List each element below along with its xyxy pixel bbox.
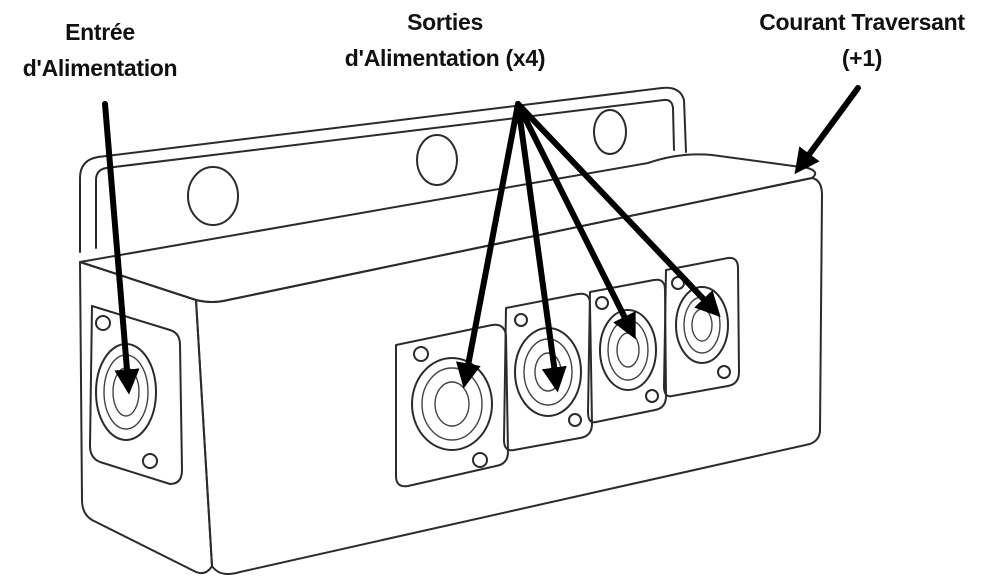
screw-icon: [413, 346, 429, 362]
bracket-mounting-hole: [187, 166, 239, 226]
screw-icon: [595, 296, 609, 310]
input-arrow: [102, 101, 140, 395]
screw-icon: [645, 389, 659, 403]
output-arrow-4: [515, 101, 721, 318]
bracket-mounting-hole: [416, 134, 458, 186]
mounting-bracket: [79, 86, 687, 253]
output-connector-3: [587, 278, 667, 424]
box-top-face: [79, 153, 817, 303]
screw-icon: [472, 452, 488, 468]
label-thru: Courant Traversant (+1): [759, 9, 965, 71]
output-arrow-3: [515, 101, 636, 340]
label-thru-line2: (+1): [842, 45, 882, 71]
label-thru-line1: Courant Traversant: [759, 9, 965, 35]
bracket-mounting-hole: [593, 109, 627, 155]
output-arrow-1: [455, 101, 521, 389]
screw-icon: [671, 276, 685, 290]
label-input-line2: d'Alimentation: [23, 55, 178, 81]
box-left-face: [79, 261, 213, 575]
label-outputs-line2: d'Alimentation (x4): [345, 45, 545, 71]
thru-arrow: [794, 85, 861, 175]
label-input-line1: Entrée: [65, 19, 135, 45]
arrowhead-icon: [794, 85, 861, 175]
label-outputs-line1: Sorties: [407, 9, 483, 35]
output-arrows: [455, 101, 721, 393]
distribution-box: [79, 153, 823, 575]
label-input: Entrée d'Alimentation: [23, 19, 178, 81]
powercon-connector-icon: [675, 286, 729, 364]
screw-icon: [95, 315, 111, 331]
screw-icon: [142, 453, 158, 469]
output-arrow-2: [515, 101, 567, 393]
arrowhead-icon: [102, 101, 140, 395]
screw-icon: [514, 313, 528, 327]
screw-icon: [717, 365, 731, 379]
output-connector-1: [395, 323, 509, 488]
powercon-connector-icon: [599, 309, 657, 391]
screw-icon: [568, 413, 582, 427]
box-front-face: [195, 177, 823, 575]
powercon-connector-icon: [411, 357, 493, 451]
label-outputs: Sorties d'Alimentation (x4): [345, 9, 546, 71]
input-connector: [89, 305, 183, 485]
output-connector-4: [663, 256, 740, 398]
